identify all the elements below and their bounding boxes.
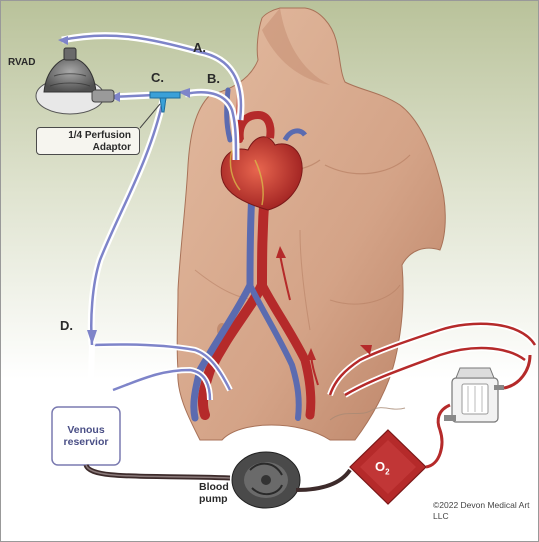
reservoir-pump-tube-inner bbox=[85, 464, 231, 479]
neck-shadow bbox=[262, 8, 330, 85]
jugular-vein bbox=[224, 87, 233, 143]
aorta-left-iliac bbox=[197, 185, 270, 420]
venous-label-line1: Venous bbox=[67, 424, 105, 436]
venous-cannula-flow bbox=[91, 341, 233, 401]
abdomen-line bbox=[299, 229, 311, 331]
heart-icon bbox=[220, 110, 308, 211]
adaptor-label-line1: 1/4 Perfusion bbox=[68, 130, 131, 141]
artist-signature bbox=[329, 407, 406, 421]
filter-return-tube bbox=[503, 354, 532, 390]
arrow-d bbox=[87, 330, 97, 345]
blood-pump-label: Blood pump bbox=[199, 481, 229, 505]
label-b: B. bbox=[207, 71, 220, 86]
oxy-filter-tube bbox=[425, 403, 451, 469]
perfusion-adaptor-label: 1/4 Perfusion Adaptor bbox=[36, 127, 140, 155]
adaptor-label-line2: Adaptor bbox=[92, 142, 131, 153]
pump-label-line1: Blood bbox=[199, 481, 229, 493]
oxygenator-icon bbox=[349, 429, 427, 505]
copyright-text: ©2022 Devon Medical Art LLC bbox=[433, 500, 530, 522]
pump-oxy-tube bbox=[295, 468, 352, 492]
rvad-label: RVAD bbox=[8, 57, 36, 68]
adaptor-callout-line bbox=[139, 103, 161, 129]
arrow-b bbox=[178, 88, 190, 98]
o2-subscript: 2 bbox=[385, 467, 390, 477]
copyright-line1: ©2022 Devon Medical Art bbox=[433, 500, 530, 510]
flank-contour bbox=[329, 284, 401, 305]
label-c: C. bbox=[151, 70, 164, 85]
y-connector-icon bbox=[149, 91, 181, 113]
label-a: A. bbox=[193, 40, 206, 55]
right-iliac-artery bbox=[257, 280, 316, 420]
chest-contour-right bbox=[324, 154, 411, 175]
arrow-a bbox=[58, 36, 68, 45]
arterial-return-lines bbox=[276, 246, 538, 398]
rvad-tubing bbox=[58, 32, 245, 161]
venous-label-line2: reservior bbox=[63, 436, 109, 448]
blood-pump-icon bbox=[231, 451, 301, 509]
rvad-device-icon bbox=[35, 47, 115, 115]
venous-vessels bbox=[190, 87, 302, 422]
venous-reservoir-label: Venous reservior bbox=[52, 424, 120, 448]
right-iliac-vein bbox=[247, 282, 302, 421]
filter-icon bbox=[444, 367, 504, 423]
line-d bbox=[87, 99, 167, 411]
o2-main: O bbox=[375, 459, 386, 474]
ivc-left-iliac-vein bbox=[190, 186, 256, 422]
oxygenator-label: O2 bbox=[375, 459, 390, 477]
copyright-line2: LLC bbox=[433, 511, 449, 521]
pump-label-line2: pump bbox=[199, 493, 228, 505]
label-d: D. bbox=[60, 318, 73, 333]
